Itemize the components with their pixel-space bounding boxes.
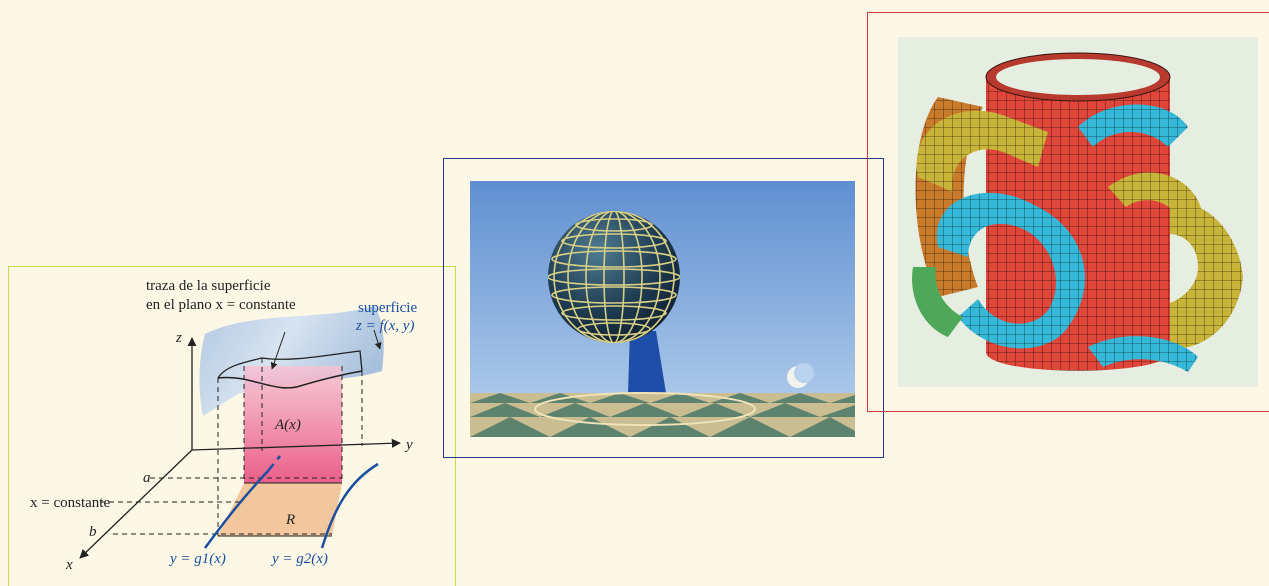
x-constant-label: x = constante [30, 495, 110, 511]
curve-g1 [203, 470, 269, 549]
area-section [244, 366, 342, 483]
axis-x-label: x [65, 557, 73, 573]
sphere-photo [470, 181, 855, 437]
axis-z-label: z [175, 330, 182, 346]
sphere [548, 211, 680, 343]
sphere-grid [548, 211, 680, 343]
x-axis [79, 449, 193, 559]
curve-g2-label: y = g2(x) [270, 551, 328, 567]
photo-frame [443, 158, 884, 458]
axis-y-label: y [404, 437, 413, 453]
diagram-frame [8, 266, 456, 586]
region-label: R [285, 512, 295, 528]
region-r [218, 483, 342, 536]
trace-curve [217, 370, 363, 389]
cyan-ring [936, 192, 1085, 349]
volume-diagram: traza de la superficie en el plano x = c… [30, 278, 417, 573]
cylinders-render [898, 37, 1258, 387]
surface-formula: z = f(x, y) [355, 318, 414, 334]
surface-label: superficie [358, 300, 417, 316]
pedestal [628, 331, 666, 393]
guide-lines [100, 358, 363, 536]
render-frame [867, 12, 1269, 412]
curve-g1-label: y = g1(x) [168, 551, 226, 567]
trace-label-line2: en el plano x = constante [146, 297, 296, 313]
tick-b-label: b [89, 524, 97, 540]
curve-g2 [320, 462, 379, 549]
trace-label-line1: traza de la superficie [146, 278, 271, 294]
area-label: A(x) [274, 417, 301, 433]
y-axis [191, 438, 401, 451]
tick-a-label: a [143, 470, 151, 486]
yellow-ring [916, 110, 1048, 192]
